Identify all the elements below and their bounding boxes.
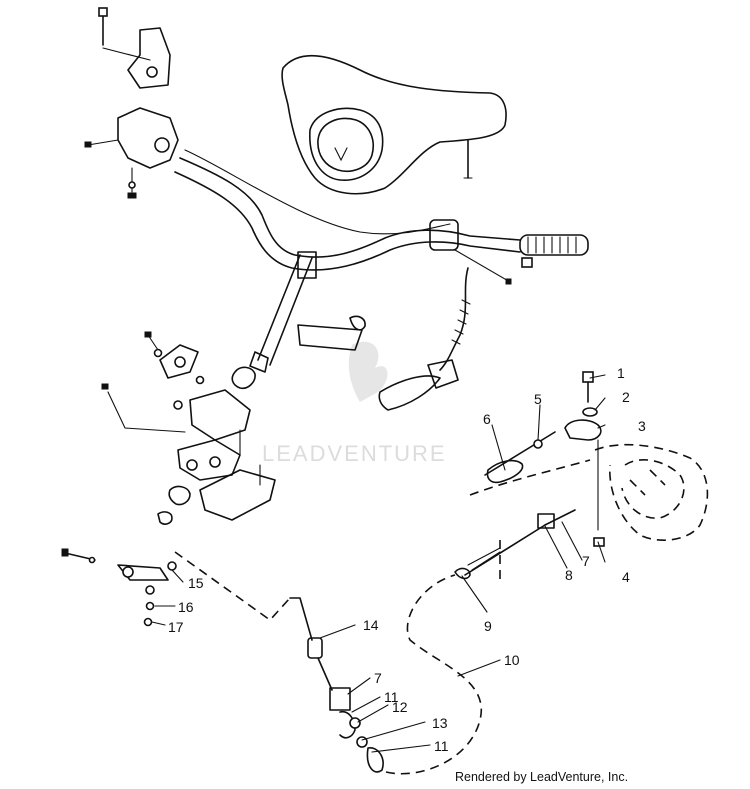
throttle-lever [61,548,291,627]
leader-lines [151,374,606,753]
callout-13: 13 [432,715,448,731]
center-bracket [297,315,366,351]
callout-16: 16 [178,599,194,615]
handlebar [174,149,589,390]
callout-4: 4 [622,569,630,585]
callout-12: 12 [392,699,408,715]
callout-5: 5 [534,391,542,407]
engine-carburetor-linkage [454,371,709,585]
render-credit: Rendered by LeadVenture, Inc. [455,770,628,784]
callout-9: 9 [484,618,492,634]
callout-1: 1 [617,365,625,381]
throttle-cable [289,574,483,775]
watermark: LEADVENTURE [262,341,447,466]
callout-3: 3 [638,418,646,434]
callout-17: 17 [168,619,184,635]
throttle-housing [84,107,179,199]
callout-10: 10 [504,652,520,668]
callout-11-upper: 11 [384,689,399,705]
callout-11-lower: 11 [434,738,449,754]
kill-switch-tether [378,267,471,411]
mounting-bracket [98,7,171,89]
callout-6: 6 [483,411,491,427]
callout-labels: 1 2 3 4 5 6 7 8 9 10 14 7 11 12 13 11 15… [168,365,646,754]
seat-cover [281,54,507,195]
watermark-text: LEADVENTURE [262,441,447,466]
callout-7-right: 7 [582,553,590,569]
callout-8: 8 [565,567,573,583]
callout-15: 15 [188,575,204,591]
steering-post-assembly [101,331,276,525]
callout-14: 14 [363,617,379,633]
callout-2: 2 [622,389,630,405]
callout-7-lower: 7 [374,670,382,686]
